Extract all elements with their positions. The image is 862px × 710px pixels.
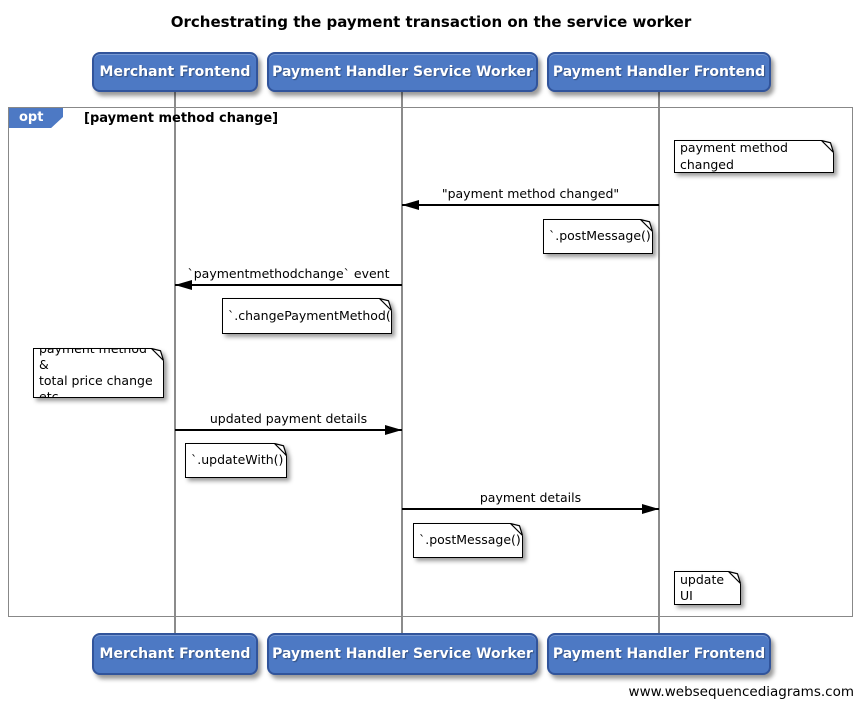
note-text: `.postMessage()` bbox=[543, 219, 653, 254]
note-text: `.updateWith()` bbox=[185, 443, 287, 478]
actor-payment-handler-frontend-bottom: Payment Handler Frontend bbox=[547, 633, 771, 675]
message-paymentmethodchange-event: `paymentmethodchange` event bbox=[175, 262, 402, 290]
note-postmessage-2: `.postMessage()` bbox=[413, 523, 523, 558]
message-line bbox=[402, 204, 659, 206]
actor-label: Merchant Frontend bbox=[99, 646, 251, 662]
opt-fragment-frame: opt [payment method change] bbox=[8, 107, 853, 617]
actor-label: Payment Handler Frontend bbox=[552, 64, 766, 80]
note-fold-icon bbox=[510, 523, 523, 536]
message-line bbox=[402, 508, 659, 510]
message-label: updated payment details bbox=[209, 411, 368, 426]
message-payment-method-changed: "payment method changed" bbox=[402, 182, 659, 210]
message-label: payment details bbox=[479, 490, 582, 505]
note-fold-icon bbox=[151, 348, 164, 361]
lifeline-payment-handler-service-worker bbox=[401, 92, 403, 633]
actor-label: Merchant Frontend bbox=[99, 64, 251, 80]
note-fold-icon bbox=[821, 140, 834, 153]
opt-guard-label: [payment method change] bbox=[84, 111, 279, 126]
note-postmessage-1: `.postMessage()` bbox=[543, 219, 653, 254]
note-fold-icon bbox=[379, 298, 392, 311]
note-fold-icon bbox=[728, 571, 741, 584]
note-payment-method-total-price: payment method & total price change etc bbox=[33, 348, 164, 398]
note-payment-method-changed: payment method changed bbox=[674, 140, 834, 173]
arrowhead-right-icon bbox=[385, 425, 402, 435]
message-updated-payment-details: updated payment details bbox=[175, 407, 402, 435]
note-fold-icon bbox=[274, 443, 287, 456]
note-changepaymentmethod: `.changePaymentMethod()` bbox=[222, 298, 392, 334]
message-line bbox=[175, 429, 402, 431]
opt-operator-tab: opt bbox=[9, 108, 63, 128]
note-text: update UI bbox=[674, 571, 741, 605]
note-fold-icon bbox=[640, 219, 653, 232]
actor-payment-handler-service-worker-bottom: Payment Handler Service Worker bbox=[267, 633, 538, 675]
diagram-title: Orchestrating the payment transaction on… bbox=[170, 13, 692, 31]
note-text: payment method changed bbox=[674, 140, 834, 173]
actor-label: Payment Handler Service Worker bbox=[272, 646, 533, 662]
message-label: `paymentmethodchange` event bbox=[187, 266, 390, 281]
note-updatewith: `.updateWith()` bbox=[185, 443, 287, 478]
note-text: `.postMessage()` bbox=[413, 523, 523, 558]
actor-merchant-frontend-bottom: Merchant Frontend bbox=[92, 633, 258, 675]
lifeline-payment-handler-frontend bbox=[658, 92, 660, 633]
note-text: `.changePaymentMethod()` bbox=[222, 298, 392, 334]
actor-payment-handler-frontend-top: Payment Handler Frontend bbox=[547, 52, 771, 92]
arrowhead-right-icon bbox=[642, 504, 659, 514]
note-text: payment method & total price change etc bbox=[33, 348, 164, 398]
note-update-ui: update UI bbox=[674, 571, 741, 605]
watermark: www.websequencediagrams.com bbox=[628, 684, 854, 700]
message-label: "payment method changed" bbox=[441, 186, 620, 201]
actor-label: Payment Handler Frontend bbox=[552, 646, 766, 662]
arrowhead-left-icon bbox=[402, 200, 419, 210]
lifeline-merchant-frontend bbox=[174, 92, 176, 633]
message-line bbox=[175, 284, 402, 286]
message-payment-details: payment details bbox=[402, 486, 659, 514]
actor-merchant-frontend-top: Merchant Frontend bbox=[92, 52, 258, 92]
arrowhead-left-icon bbox=[175, 280, 192, 290]
actor-label: Payment Handler Service Worker bbox=[272, 64, 533, 80]
actor-payment-handler-service-worker-top: Payment Handler Service Worker bbox=[267, 52, 538, 92]
